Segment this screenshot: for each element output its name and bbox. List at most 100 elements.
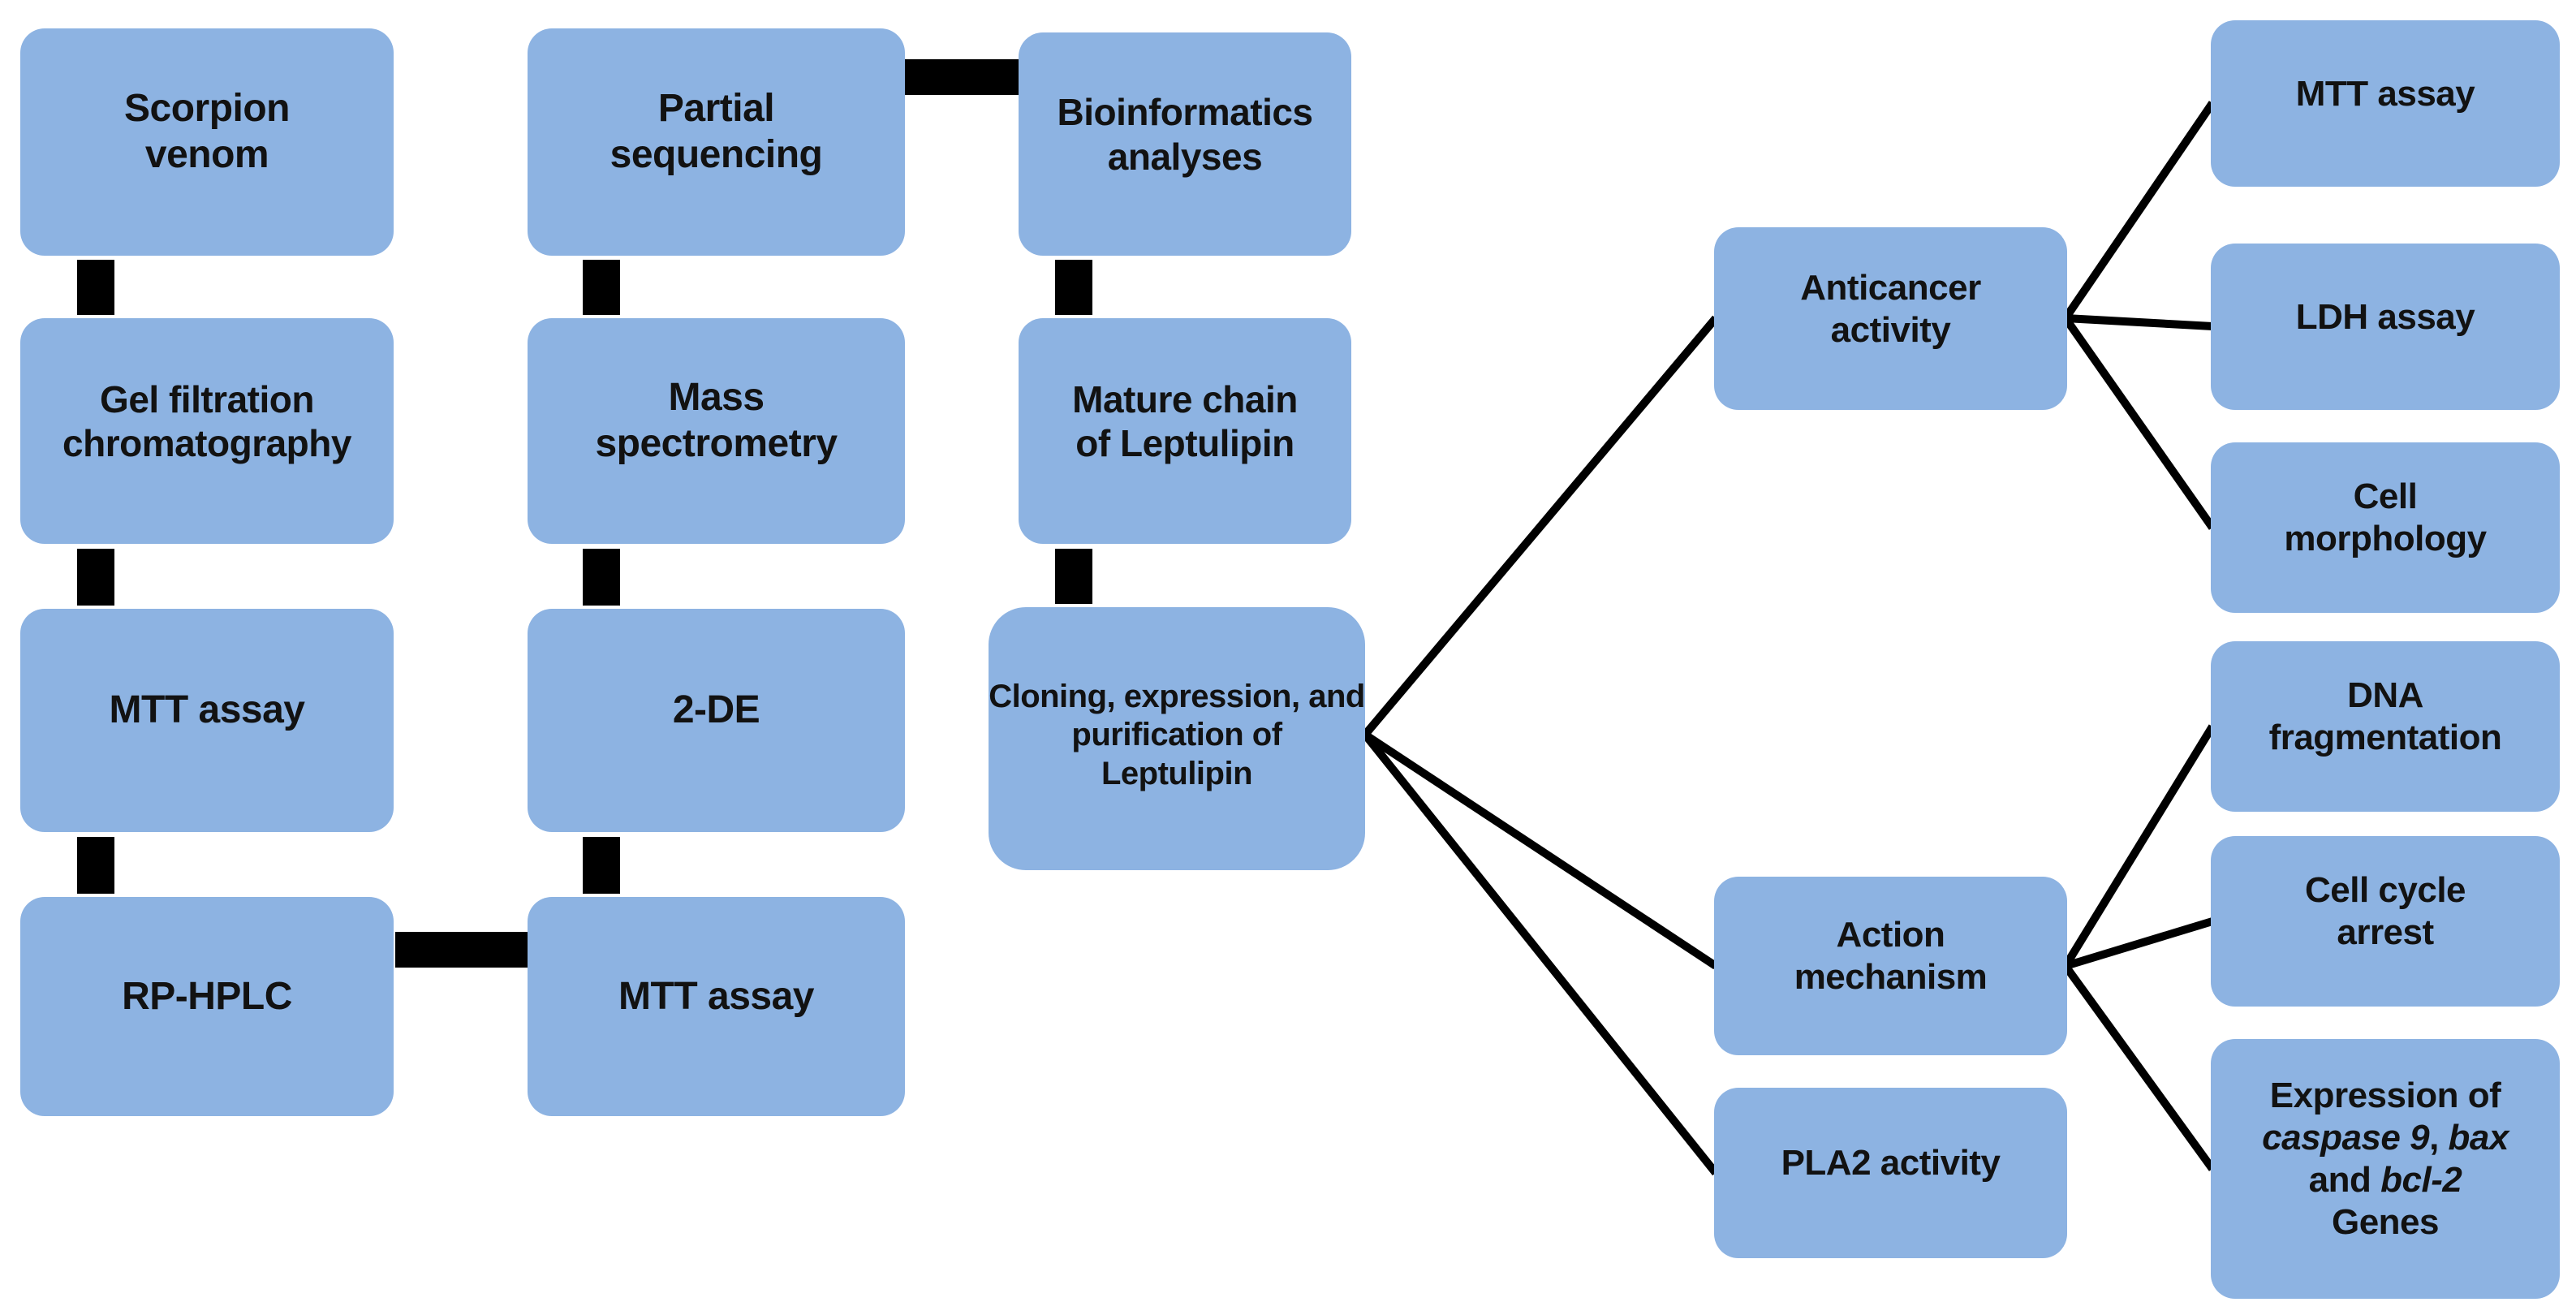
node-text-line: and bcl-2 <box>2309 1159 2462 1201</box>
node-text-line: MTT assay <box>618 974 814 1020</box>
node-text-line: venom <box>145 132 269 179</box>
text-segment: RP-HPLC <box>122 974 292 1018</box>
italic-text-segment: bcl-2 <box>2380 1160 2462 1200</box>
text-segment: Anticancer <box>1800 267 1981 308</box>
node-text-line: purification of <box>1071 716 1282 754</box>
node-mtt-assay-3: MTT assay <box>2211 20 2560 187</box>
node-text-line: Partial <box>657 86 775 132</box>
text-segment: Partial <box>657 87 775 131</box>
text-segment: LDH assay <box>2295 296 2475 337</box>
italic-text-segment: caspase 9 <box>2262 1118 2430 1158</box>
node-text-line: 2-DE <box>673 688 760 734</box>
node-mtt-assay-1: MTT assay <box>20 609 394 832</box>
text-segment: Gel filtration <box>100 377 314 420</box>
text-segment: PLA2 activity <box>1781 1143 2001 1184</box>
text-segment: spectrometry <box>595 422 838 465</box>
bar-bioinformatics-mature <box>1055 260 1092 315</box>
node-text-line: Expression of <box>2270 1075 2501 1117</box>
text-segment: and <box>2308 1160 2381 1200</box>
text-segment: morphology <box>2284 519 2487 558</box>
node-text-line: mechanism <box>1794 956 1988 998</box>
text-segment: activity <box>1830 309 1951 350</box>
text-segment: of Leptulipin <box>1075 422 1294 464</box>
node-text-line: RP-HPLC <box>122 974 292 1020</box>
edge-anticancer-mtt <box>2061 101 2216 321</box>
text-segment: Mature chain <box>1072 377 1298 420</box>
bar-scorpion-gel <box>77 260 114 315</box>
node-text-line: Mature chain <box>1072 377 1298 421</box>
node-text-line: Action <box>1837 914 1945 956</box>
bar-partial-bioinformatics <box>903 59 1020 95</box>
node-ldh-assay: LDH assay <box>2211 244 2560 410</box>
node-text-line: morphology <box>2284 518 2487 560</box>
node-text-line: Anticancer <box>1800 267 1981 309</box>
bar-gel-mtt1 <box>77 549 114 606</box>
text-segment: Action <box>1836 915 1945 955</box>
edge-anticancer-cellmorph <box>2061 316 2216 530</box>
node-text-line: Scorpion <box>123 86 291 132</box>
node-text-line: fragmentation <box>2269 717 2502 759</box>
text-segment: Genes <box>2331 1201 2440 1242</box>
text-segment: sequencing <box>610 133 823 176</box>
text-segment: Expression of <box>2269 1076 2501 1116</box>
node-text-line: Cell <box>2354 476 2418 518</box>
edge-anticancer-ldh <box>2065 314 2213 330</box>
node-text-line: PLA2 activity <box>1781 1142 2001 1184</box>
node-text-line: MTT assay <box>2296 73 2475 115</box>
text-segment: Mass <box>668 376 765 420</box>
node-text-line: of Leptulipin <box>1075 421 1294 465</box>
bar-mass-2de <box>583 549 620 606</box>
edge-cloning-action <box>1363 731 1718 970</box>
edge-cloning-pla2 <box>1362 731 1719 1176</box>
text-segment: MTT assay <box>2295 73 2475 114</box>
node-text-line: arrest <box>2337 912 2434 954</box>
text-segment: venom <box>144 133 269 176</box>
node-text-line: DNA <box>2347 675 2423 717</box>
edge-cloning-anticancer <box>1362 315 1719 738</box>
node-two-de: 2-DE <box>528 609 905 832</box>
node-rp-hplc: RP-HPLC <box>20 897 394 1116</box>
text-segment: arrest <box>2337 912 2434 952</box>
text-segment: analyses <box>1107 135 1263 178</box>
node-text-line: Gel filtration <box>100 377 314 421</box>
text-segment: chromatography <box>62 422 351 464</box>
text-segment: , <box>2429 1118 2449 1158</box>
bar-rphplc-mtt2 <box>395 932 529 968</box>
text-segment: MTT assay <box>618 974 814 1018</box>
bar-mature-cloning <box>1055 549 1092 604</box>
edge-action-expression <box>2061 964 2216 1171</box>
bar-partial-mass <box>583 260 620 315</box>
edge-action-cellcycle <box>2064 917 2214 970</box>
node-text-line: Genes <box>2331 1201 2440 1244</box>
node-text-line: activity <box>1831 309 1951 351</box>
text-segment: Cell <box>2353 476 2418 517</box>
node-text-line: LDH assay <box>2296 296 2475 338</box>
node-mtt-assay-2: MTT assay <box>528 897 905 1116</box>
text-segment: purification of <box>1071 717 1282 753</box>
node-text-line: analyses <box>1107 135 1263 179</box>
node-text-line: Cell cycle <box>2305 869 2466 912</box>
text-segment: Scorpion <box>123 87 291 131</box>
node-text-line: spectrometry <box>595 421 838 468</box>
text-segment: Cloning, expression, and <box>989 679 1365 715</box>
text-segment: Leptulipin <box>1101 755 1253 791</box>
node-text-line: caspase 9, bax <box>2262 1117 2509 1159</box>
node-text-line: MTT assay <box>110 688 305 734</box>
node-text-line: Bioinformatics <box>1057 90 1313 134</box>
node-text-line: sequencing <box>610 132 823 179</box>
